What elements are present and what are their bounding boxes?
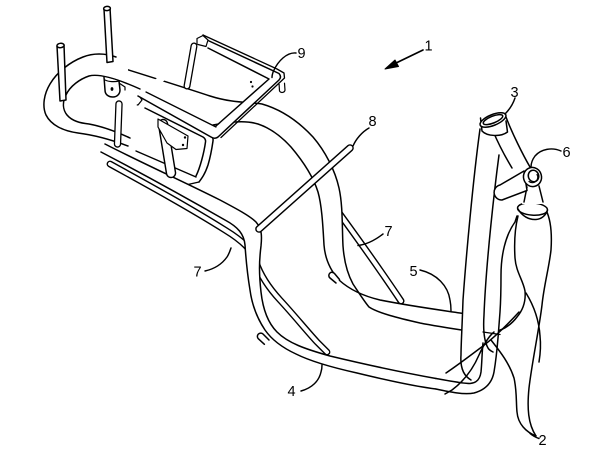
- svg-text:2: 2: [539, 433, 547, 449]
- svg-text:7: 7: [194, 265, 202, 281]
- svg-text:6: 6: [563, 145, 571, 161]
- svg-text:3: 3: [511, 85, 519, 101]
- svg-text:4: 4: [288, 384, 296, 400]
- svg-text:1: 1: [425, 39, 433, 55]
- svg-text:9: 9: [298, 46, 306, 62]
- svg-text:7: 7: [385, 224, 393, 240]
- svg-text:8: 8: [369, 114, 377, 130]
- svg-text:5: 5: [410, 264, 418, 280]
